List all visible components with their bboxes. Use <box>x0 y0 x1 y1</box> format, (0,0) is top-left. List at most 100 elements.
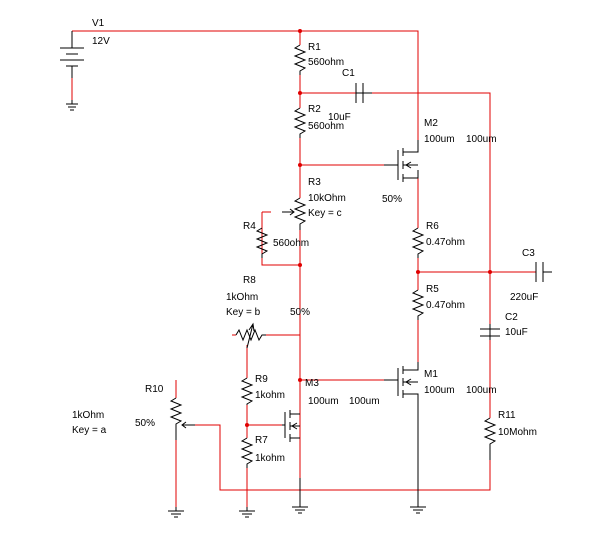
v1-label: V1 <box>92 18 105 29</box>
r3-percent: 50% <box>382 194 402 205</box>
junction-dot <box>298 91 302 95</box>
resistor-icon <box>255 227 269 258</box>
r5-label: R5 <box>426 284 439 295</box>
r4-value: 560ohm <box>273 238 309 249</box>
mosfet-m2: M2 100um 100um <box>384 118 497 182</box>
r8-label: R8 <box>243 275 256 286</box>
m3-l: 100um <box>349 396 380 407</box>
junction-dot <box>298 163 302 167</box>
resistor-r1: R1 560ohm <box>293 42 344 75</box>
junction-dot <box>245 423 249 427</box>
r3-key: Key = c <box>308 208 342 219</box>
wiper-arrow-icon <box>181 421 195 429</box>
m3-w: 100um <box>308 396 339 407</box>
junction-dot <box>416 270 420 274</box>
r10-percent: 50% <box>135 418 155 429</box>
c1-value: 10uF <box>328 112 351 123</box>
ground-icon <box>410 500 426 514</box>
m2-w: 100um <box>424 134 455 145</box>
r7-label: R7 <box>255 435 268 446</box>
r3-value: 10kOhm <box>308 193 346 204</box>
r1-value: 560ohm <box>308 57 344 68</box>
junction-dot <box>488 270 492 274</box>
c1-label: C1 <box>342 68 355 79</box>
resistor-r7: R7 1kohm <box>240 435 285 468</box>
mosfet-m1: M1 100um 100um <box>384 362 497 500</box>
resistor-r4: R4 560ohm <box>243 221 309 258</box>
r10-value: 1kOhm <box>72 410 104 421</box>
resistor-icon <box>240 377 254 405</box>
r4-label: R4 <box>243 221 256 232</box>
m3-label: M3 <box>305 378 319 389</box>
m2-label: M2 <box>424 118 438 129</box>
resistor-icon <box>293 197 307 230</box>
capacitor-icon <box>535 262 552 282</box>
capacitor-icon <box>480 324 500 340</box>
r3-label: R3 <box>308 177 321 188</box>
r2-label: R2 <box>308 104 321 115</box>
capacitor-c2: C2 10uF <box>480 312 528 340</box>
wires <box>71 30 536 507</box>
wire-bottom-return <box>195 424 491 491</box>
junctions <box>245 29 492 427</box>
c3-value: 220uF <box>510 292 538 303</box>
ground-icon <box>168 507 184 518</box>
r9-label: R9 <box>255 374 268 385</box>
wire-r4-loop <box>261 211 300 266</box>
potentiometer-r8: R8 1kOhm Key = b 50% <box>226 275 310 349</box>
potentiometer-r3: R3 10kOhm Key = c 50% <box>282 177 402 230</box>
c2-label: C2 <box>505 312 518 323</box>
capacitor-c1: C1 10uF <box>328 68 372 123</box>
wire-top-rail <box>72 30 419 140</box>
ground-icon <box>239 507 255 518</box>
m1-l: 100um <box>466 385 497 396</box>
r11-value: 10Mohm <box>498 427 537 438</box>
junction-dot <box>298 29 302 33</box>
resistor-icon <box>411 289 425 320</box>
r8-key: Key = b <box>226 307 261 318</box>
r7-value: 1kohm <box>255 453 285 464</box>
r8-percent: 50% <box>290 307 310 318</box>
mosfet-icon <box>282 410 300 442</box>
r6-value: 0.47ohm <box>426 237 465 248</box>
wire-c1-right <box>372 92 491 324</box>
junction-dot <box>298 378 302 382</box>
resistor-icon <box>235 328 266 342</box>
resistor-r5: R5 0.47ohm <box>411 284 465 320</box>
r11-label: R11 <box>498 410 516 421</box>
wiper-arrow-icon <box>246 322 255 349</box>
r5-value: 0.47ohm <box>426 300 465 311</box>
r8-value: 1kOhm <box>226 292 258 303</box>
resistor-icon <box>293 44 307 75</box>
battery-icon <box>60 31 84 78</box>
grounds <box>66 100 426 518</box>
resistor-r9: R9 1kohm <box>240 374 285 405</box>
resistor-r11: R11 10Mohm <box>483 410 537 460</box>
resistor-r6: R6 0.47ohm <box>411 221 465 258</box>
r6-label: R6 <box>426 221 439 232</box>
resistor-icon <box>483 417 497 460</box>
r10-label: R10 <box>145 384 164 395</box>
battery-v1: V1 12V <box>60 18 110 78</box>
c3-label: C3 <box>522 248 535 259</box>
resistor-icon <box>240 437 254 468</box>
mosfet-m3: M3 100um 100um <box>282 378 380 442</box>
resistor-r2: R2 560ohm <box>293 104 344 138</box>
r10-key: Key = a <box>72 425 107 436</box>
ground-icon <box>292 478 308 514</box>
capacitor-c3: C3 220uF <box>510 248 552 303</box>
potentiometer-r10: R10 1kOhm Key = a 50% <box>72 384 195 440</box>
mosfet-icon <box>384 362 419 500</box>
resistor-icon <box>411 227 425 258</box>
resistor-icon <box>169 397 183 440</box>
r9-value: 1kohm <box>255 390 285 401</box>
r2-value: 560ohm <box>308 121 344 132</box>
wiper-arrow-icon <box>282 208 295 216</box>
v1-value: 12V <box>92 36 110 47</box>
mosfet-icon <box>384 140 419 182</box>
capacitor-icon <box>355 83 372 103</box>
c2-value: 10uF <box>505 327 528 338</box>
resistor-icon <box>293 107 307 138</box>
junction-dot <box>298 263 302 267</box>
